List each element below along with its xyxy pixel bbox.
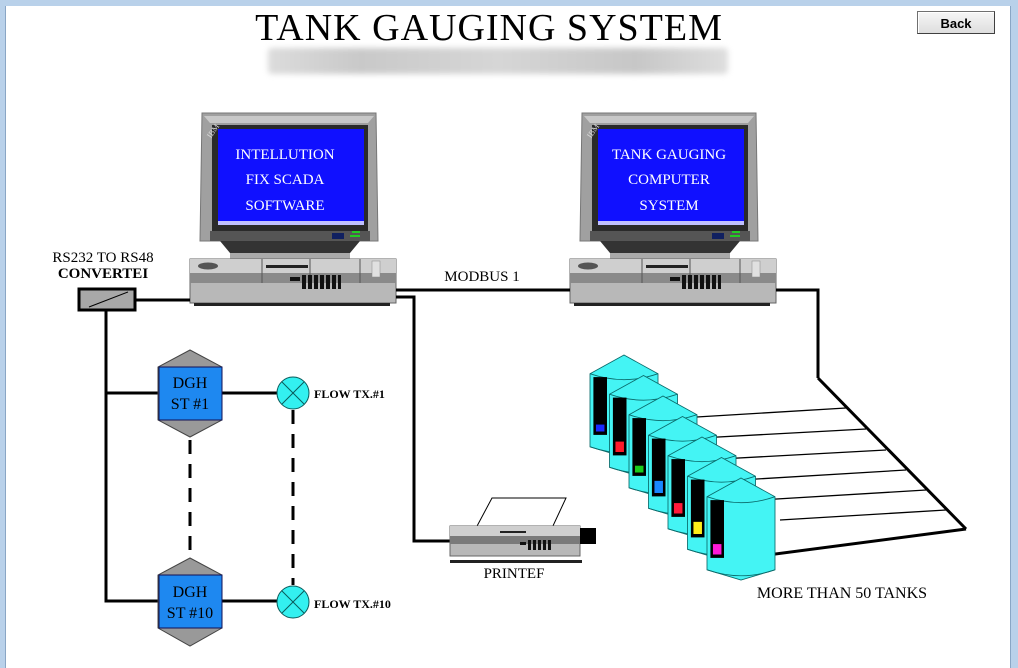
screen-line: SOFTWARE xyxy=(245,198,324,214)
converter-bus-line xyxy=(104,311,158,603)
dgh-station-10: DGH ST #10 xyxy=(157,557,223,647)
storage-tank xyxy=(589,354,659,458)
tank-level-indicator xyxy=(634,465,644,473)
tank-gauging-computer: TANK GAUGING COMPUTER SYSTEM xyxy=(569,112,777,307)
screen-line: COMPUTER xyxy=(628,172,710,188)
dgh-station-1: DGH ST #1 xyxy=(157,349,223,438)
screen-line: TANK GAUGING xyxy=(612,147,726,163)
tank-bus-bottom xyxy=(759,527,967,558)
dgh-label: DGH xyxy=(173,375,208,392)
window-frame-top xyxy=(0,0,1018,6)
window-frame-left xyxy=(0,0,6,668)
storage-tank xyxy=(609,375,678,478)
dashed-lines xyxy=(188,410,295,585)
tank-level-indicator xyxy=(654,480,663,493)
tanks-group xyxy=(589,354,776,581)
tank-level-indicator xyxy=(615,441,624,452)
tank-level-indicator xyxy=(712,544,722,555)
storage-tank xyxy=(648,416,717,519)
printer-label: PRINTEF xyxy=(484,566,545,582)
rs232-rs485-converter xyxy=(77,287,137,312)
storage-tank xyxy=(628,395,698,499)
screen-line: INTELLUTION xyxy=(235,147,334,163)
tank-level-indicator xyxy=(595,424,605,432)
screen-line: SYSTEM xyxy=(639,198,698,214)
dgh-label: DGH xyxy=(173,584,208,601)
gauging-to-tanks-line xyxy=(776,288,820,378)
printer xyxy=(449,497,596,563)
flow-tx-label: FLOW TX.#1 xyxy=(314,387,385,401)
page-title: TANK GAUGING SYSTEM xyxy=(255,7,723,49)
connection-lines xyxy=(104,288,968,603)
converter-label-line1: RS232 TO RS48 xyxy=(52,250,153,266)
tank-level-indicator xyxy=(693,521,702,534)
storage-tank xyxy=(667,436,737,540)
tank-level-indicator xyxy=(673,503,683,514)
scada-computer: INTELLUTION FIX SCADA SOFTWARE xyxy=(189,112,397,307)
storage-tank xyxy=(706,477,776,581)
tank-bus-diagonal xyxy=(816,376,968,531)
screen-line: FIX SCADA xyxy=(246,172,325,188)
flow-tx-label: FLOW TX.#10 xyxy=(314,597,391,611)
flow-transmitter-10 xyxy=(276,585,310,619)
storage-tank xyxy=(687,457,756,560)
tanks-label: MORE THAN 50 TANKS xyxy=(757,585,927,602)
dgh-label: ST #10 xyxy=(167,605,213,622)
tank-feeder-lines xyxy=(679,407,947,521)
modbus-label: MODBUS 1 xyxy=(444,269,519,285)
window-frame-right xyxy=(1010,0,1018,668)
converter-label-line2: CONVERTEI xyxy=(58,266,148,282)
subtitle-redacted xyxy=(268,48,728,74)
flow-transmitter-1 xyxy=(276,376,310,410)
dgh-label: ST #1 xyxy=(171,396,209,413)
printer-line xyxy=(396,295,452,543)
back-button[interactable]: Back xyxy=(917,11,995,34)
